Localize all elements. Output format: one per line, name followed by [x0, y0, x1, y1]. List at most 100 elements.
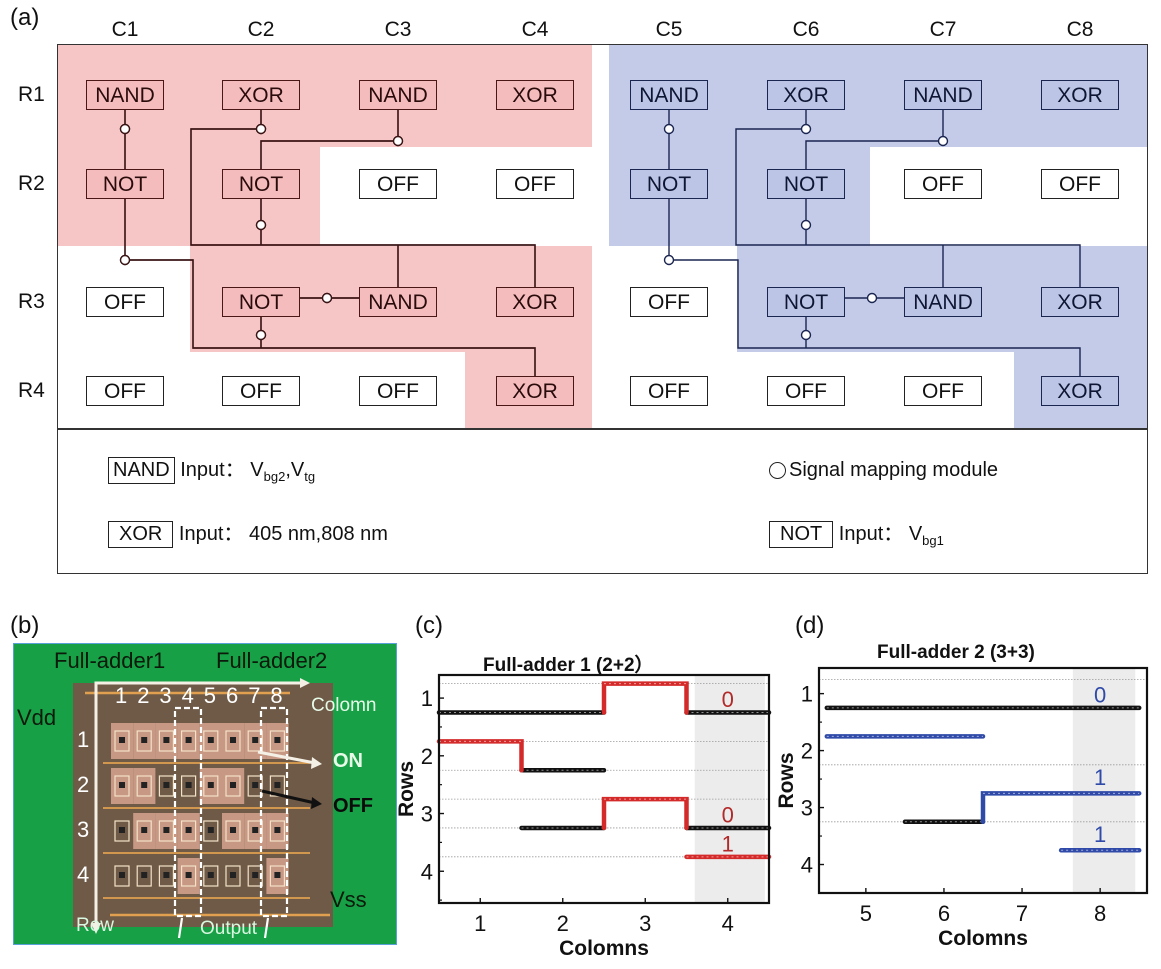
gate-off: OFF — [86, 376, 164, 406]
legend-nand-v2-sub: tg — [304, 469, 316, 484]
legend-nand-v1-sub: bg2 — [263, 469, 286, 484]
axis-arrows — [94, 681, 300, 925]
on-label: ON — [333, 750, 363, 772]
transistor-off — [181, 775, 197, 797]
column-label: C3 — [384, 18, 412, 41]
transistor-gate — [207, 737, 214, 743]
gate-not: NOT — [630, 169, 708, 199]
column-axis-label: Colomn — [311, 695, 377, 716]
transistor-on — [247, 730, 263, 752]
chip-column-number: 6 — [226, 683, 239, 708]
panel-d-label: (d) — [795, 612, 825, 639]
legend-nand: NAND Input： Vbg2,Vtg — [108, 453, 315, 484]
bit-annotation: 0 — [722, 687, 734, 712]
legend-not-v: V — [908, 523, 923, 545]
transistor-on — [225, 775, 241, 797]
row-axis-label: Row — [76, 915, 115, 936]
gate-xor: XOR — [1041, 287, 1119, 317]
x-axis-title: Colomns — [938, 927, 1028, 950]
transistor-gate — [252, 827, 259, 833]
transistor-on — [225, 730, 241, 752]
wire — [129, 259, 536, 376]
row-label: R3 — [18, 290, 45, 313]
transistor-gate — [163, 737, 170, 743]
chip-column-number: 5 — [203, 683, 217, 708]
chip-layout — [85, 678, 330, 939]
transistor-off — [225, 865, 241, 887]
trace-high — [436, 739, 524, 773]
wire — [805, 140, 939, 169]
y-tick-label: 1 — [801, 682, 813, 707]
x-tick-label: 6 — [938, 901, 950, 926]
transistor-gate — [252, 782, 259, 788]
transistor-on — [181, 865, 197, 887]
signal-mapping-circle — [663, 123, 675, 135]
chip-column-number: 4 — [181, 683, 194, 708]
y-axis-title: Rows — [775, 752, 798, 808]
wire — [260, 140, 394, 169]
transistor-gate — [163, 827, 170, 833]
gate-xor: XOR — [1041, 376, 1119, 406]
legend-nand-v2: V — [290, 459, 305, 481]
transistor-on — [114, 730, 130, 752]
gate-xor: XOR — [222, 80, 300, 110]
chip-row-number: 2 — [77, 772, 90, 797]
legend-divider — [58, 428, 1147, 430]
transistor-gate — [207, 827, 214, 833]
output-highlight-band — [1072, 668, 1136, 893]
transistor-gate — [252, 737, 259, 743]
transistor-on — [158, 730, 174, 752]
chip-row-number: 1 — [77, 727, 90, 752]
gate-not: NOT — [86, 169, 164, 199]
gate-not: NOT — [222, 169, 300, 199]
legend-nand-box: NAND — [108, 457, 175, 484]
chip-column-number: 7 — [248, 683, 261, 708]
x-tick-label: 2 — [557, 911, 569, 936]
output-label: Output — [200, 918, 258, 939]
legend-not-box: NOT — [769, 521, 834, 548]
gate-nand: NAND — [904, 287, 982, 317]
on-arrow-head — [311, 757, 322, 769]
full-adder2-title: Full-adder2 — [216, 648, 328, 673]
transistor-gate — [274, 737, 281, 743]
wire — [190, 128, 536, 287]
transistor-gate — [207, 872, 214, 878]
full-adder1-title: Full-adder1 — [54, 648, 166, 673]
transistor-gate — [119, 782, 125, 788]
transistor-on — [158, 820, 174, 842]
signal-mapping-circle — [800, 219, 812, 231]
vdd-label: Vdd — [17, 705, 57, 730]
y-tick-label: 2 — [421, 744, 433, 769]
on-arrow — [257, 750, 316, 765]
y-axis-title: Rows — [395, 761, 418, 817]
transistor-gate — [141, 737, 148, 743]
gate-off: OFF — [904, 376, 982, 406]
legend-nand-text: Input： — [180, 459, 245, 481]
transistor-off — [247, 775, 263, 797]
transistor-gate — [185, 782, 192, 788]
signal-mapping-circle — [866, 292, 878, 304]
transistor-gate — [230, 737, 236, 743]
column-label: C6 — [792, 18, 820, 41]
x-tick-label: 7 — [1016, 901, 1028, 926]
column-label: C4 — [521, 18, 549, 41]
signal-mapping-circle — [119, 123, 131, 135]
transistor-on — [136, 730, 152, 752]
bit-annotation: 0 — [722, 803, 734, 828]
transistor-gate — [207, 782, 214, 788]
transistor-gate — [119, 737, 125, 743]
gate-nand: NAND — [630, 80, 708, 110]
x-tick-label: 3 — [639, 911, 651, 936]
transistor-gate — [230, 827, 236, 833]
transistor-gate — [185, 872, 192, 878]
gate-nand: NAND — [86, 80, 164, 110]
legend-xor-box: XOR — [108, 521, 174, 548]
transistor-on — [247, 820, 263, 842]
y-tick-label: 3 — [801, 796, 813, 821]
gate-off: OFF — [630, 287, 708, 317]
gate-off: OFF — [359, 169, 437, 199]
vss-label: Vss — [330, 887, 367, 912]
transistor-on — [269, 820, 285, 842]
